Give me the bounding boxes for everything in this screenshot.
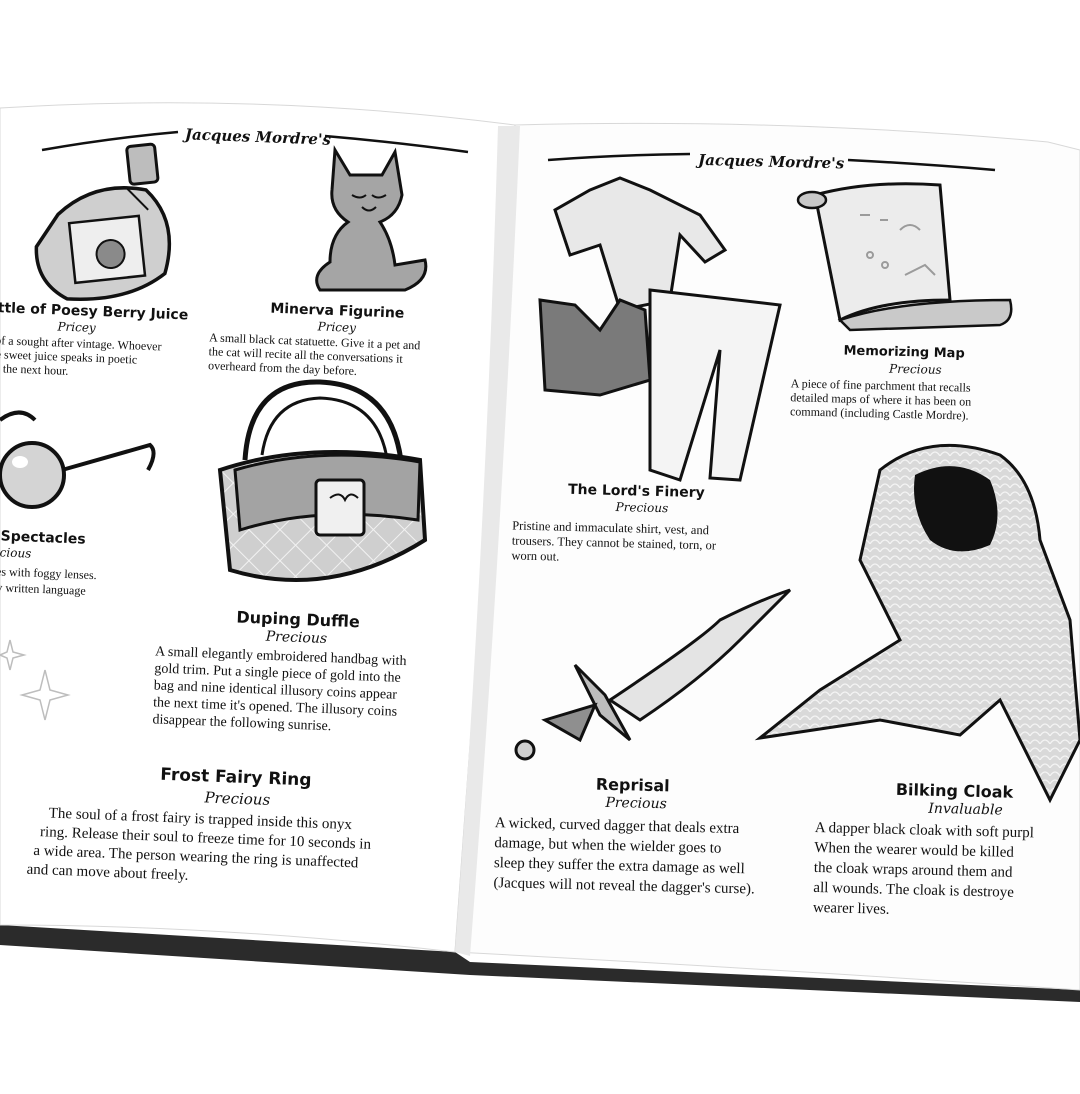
poesy-bottle-illustration [34,142,172,301]
reprisal-rarity: Precious [605,794,667,813]
cloak-line-5: wearer lives. [812,899,890,918]
spectacles-illustration [0,410,156,509]
map-title: Memorizing Map [843,343,965,362]
cloak-line-3: the cloak wraps around them and [813,859,1013,881]
map-rarity: Precious [888,361,942,377]
finery-title: The Lord's Finery [567,481,705,502]
reprisal-title: Reprisal [595,774,670,796]
minerva-cat-illustration [315,145,428,292]
cloak-line-2: When the wearer would be killed [814,839,1015,861]
memorizing-map-illustration [796,182,1013,332]
map-line-3: command (including Castle Mordre). [789,404,969,423]
cloak-rarity: Invaluable [928,800,1003,819]
reprisal-line-4: (Jacques will not reveal the dagger's cu… [493,875,755,898]
reprisal-dagger-illustration [514,588,792,761]
right-page-header: Jacques Mordre's [697,150,845,173]
cloak-line-4: all wounds. The cloak is destroye [813,879,1015,901]
reprisal-line-2: damage, but when the wielder goes to [494,835,722,857]
reprisal-line-1: A wicked, curved dagger that deals extra [494,815,740,838]
finery-rarity: Precious [615,499,669,516]
lords-finery-illustration [538,176,782,482]
duping-duffle-illustration [217,379,428,582]
bilking-cloak-illustration [754,443,1080,804]
finery-line-3: worn out. [511,548,560,564]
cloak-line-1: A dapper black cloak with soft purpl [814,819,1035,842]
cloak-title: Bilking Cloak [895,779,1014,802]
reprisal-line-3: sleep they suffer the extra damage as we… [493,855,745,878]
sparkle-decoration [0,639,71,721]
